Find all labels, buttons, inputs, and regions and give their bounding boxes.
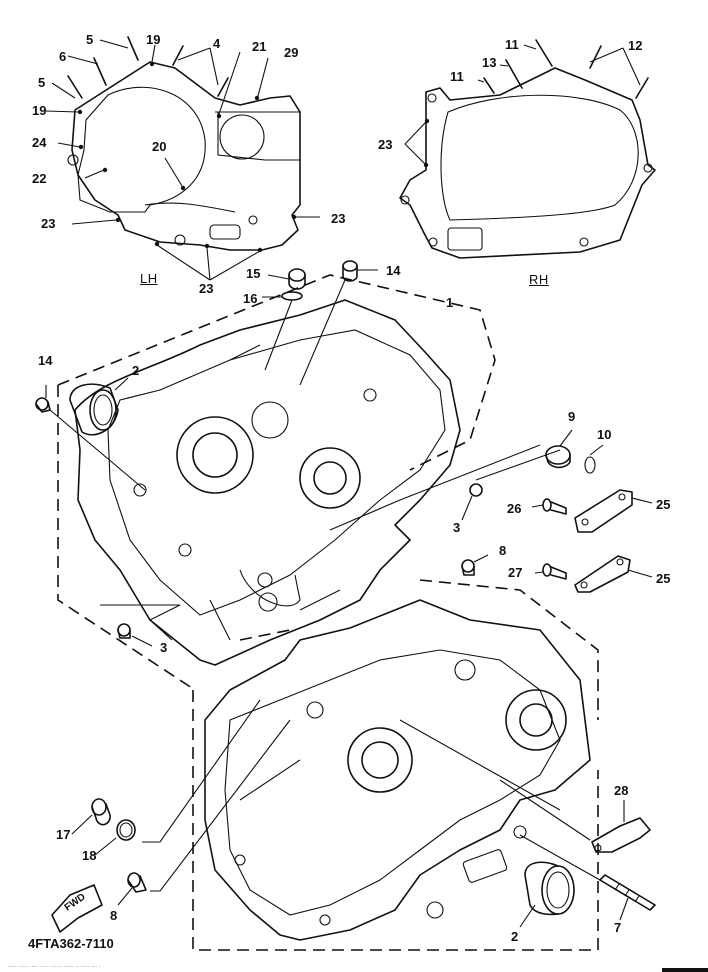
callout-22: 22 — [32, 171, 47, 186]
callout-17: 17 — [56, 827, 71, 842]
callout-28: 28 — [614, 783, 629, 798]
callout-8: 8 — [110, 908, 118, 923]
small-parts-left — [35, 377, 181, 647]
callout-8: 8 — [499, 543, 507, 558]
callout-4: 4 — [213, 36, 221, 51]
callout-23: 23 — [41, 216, 56, 231]
callout-7: 7 — [614, 920, 622, 935]
callout-1: 1 — [446, 295, 454, 310]
callout-27: 27 — [508, 565, 523, 580]
rh-gasket — [399, 39, 656, 259]
callout-5: 5 — [38, 75, 46, 90]
callout-3: 3 — [453, 520, 461, 535]
callout-21: 21 — [252, 39, 267, 54]
callout-20: 20 — [152, 139, 167, 154]
callout-14: 14 — [38, 353, 53, 368]
diagram-code: 4FTA362-7110 — [28, 936, 114, 951]
footer-text: ...... ..... ..... ...... ...... ...... … — [8, 963, 101, 969]
rh-label: RH — [529, 272, 549, 287]
callout-16: 16 — [243, 291, 258, 306]
callout-6: 6 — [59, 49, 67, 64]
callout-19: 19 — [146, 32, 161, 47]
callout-11: 11 — [450, 69, 464, 84]
fwd-arrow-icon — [51, 884, 103, 933]
callout-25: 25 — [656, 497, 671, 512]
small-parts-bottom — [71, 699, 656, 928]
callout-3: 3 — [160, 640, 168, 655]
callout-19: 19 — [32, 103, 47, 118]
callout-15: 15 — [246, 266, 261, 281]
lh-label: LH — [140, 271, 158, 286]
callout-24: 24 — [32, 135, 47, 150]
footer-bar — [662, 968, 708, 972]
callout-29: 29 — [284, 45, 299, 60]
callout-2: 2 — [132, 363, 140, 378]
callout-5: 5 — [86, 32, 94, 47]
callout-9: 9 — [568, 409, 576, 424]
lh-gasket — [45, 36, 320, 281]
callout-11: 11 — [505, 37, 519, 52]
callout-12: 12 — [628, 38, 643, 53]
callout-14: 14 — [386, 263, 401, 278]
callout-26: 26 — [507, 501, 522, 516]
small-parts-right — [329, 429, 653, 593]
callout-23: 23 — [378, 137, 393, 152]
callout-2: 2 — [511, 929, 519, 944]
crankcase-right-half — [192, 579, 599, 951]
crankcase-left-half — [57, 274, 496, 691]
callout-23: 23 — [199, 281, 214, 296]
callout-18: 18 — [82, 848, 97, 863]
callout-10: 10 — [597, 427, 612, 442]
callout-25: 25 — [656, 571, 671, 586]
callout-13: 13 — [482, 55, 497, 70]
callout-23: 23 — [331, 211, 346, 226]
small-parts-top — [262, 260, 378, 386]
